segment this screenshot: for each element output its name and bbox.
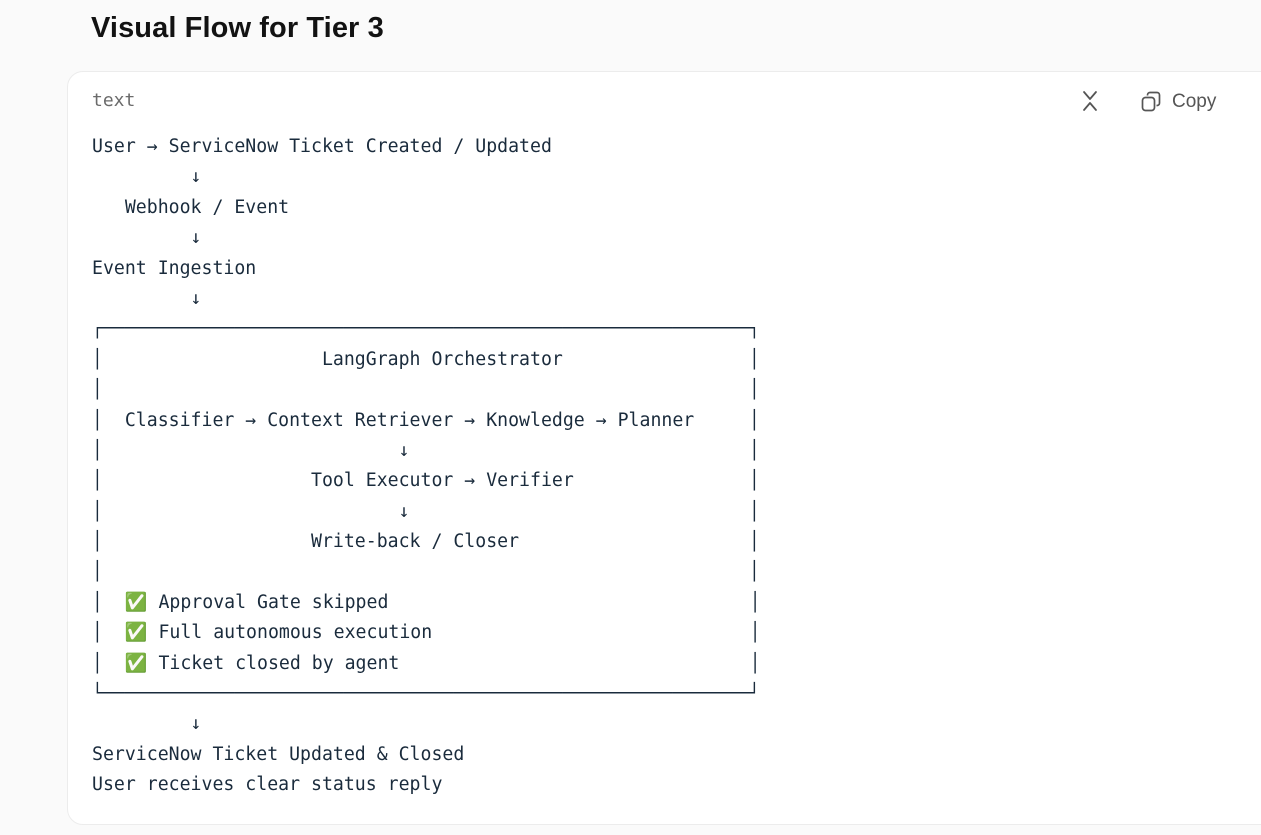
- code-line: │ │: [92, 561, 760, 583]
- code-line: │ Write-back / Closer │: [92, 531, 760, 553]
- code-line: User receives clear status reply: [92, 774, 443, 796]
- collapse-button[interactable]: [1078, 90, 1102, 116]
- code-line: │ ↓ │: [92, 439, 760, 461]
- code-line: │ │: [92, 379, 760, 401]
- copy-button[interactable]: Copy: [1140, 88, 1216, 116]
- code-line: User → ServiceNow Ticket Created / Updat…: [92, 136, 552, 157]
- collapse-icon: [1082, 90, 1098, 117]
- code-content: User → ServiceNow Ticket Created / Updat…: [92, 132, 761, 801]
- code-line: │ Classifier → Context Retriever → Knowl…: [92, 409, 760, 431]
- code-line: Event Ingestion: [92, 257, 257, 279]
- code-line: Webhook / Event: [92, 196, 290, 218]
- copy-label: Copy: [1172, 91, 1217, 112]
- code-block: text Copy User → ServiceNow Ticket Creat…: [67, 71, 1261, 825]
- code-line: │ LangGraph Orchestrator │: [92, 348, 760, 370]
- section-heading: Visual Flow for Tier 3: [91, 12, 384, 44]
- code-line: │ ✅ Full autonomous execution │: [92, 622, 761, 644]
- code-line: ↓: [92, 287, 202, 309]
- code-line: │ ↓ │: [92, 500, 760, 522]
- code-line: └───────────────────────────────────────…: [92, 683, 760, 705]
- code-language-label: text: [92, 90, 136, 111]
- code-line: ServiceNow Ticket Updated & Closed: [92, 743, 465, 765]
- code-line: ↓: [92, 227, 202, 249]
- code-line: │ ✅ Approval Gate skipped │: [92, 591, 761, 613]
- code-line: ↓: [92, 713, 202, 735]
- code-line: │ Tool Executor → Verifier │: [92, 470, 760, 492]
- copy-icon: [1140, 91, 1162, 113]
- code-line: │ ✅ Ticket closed by agent │: [92, 652, 761, 674]
- code-line: ↓: [92, 166, 202, 188]
- code-line: ┌───────────────────────────────────────…: [92, 318, 760, 340]
